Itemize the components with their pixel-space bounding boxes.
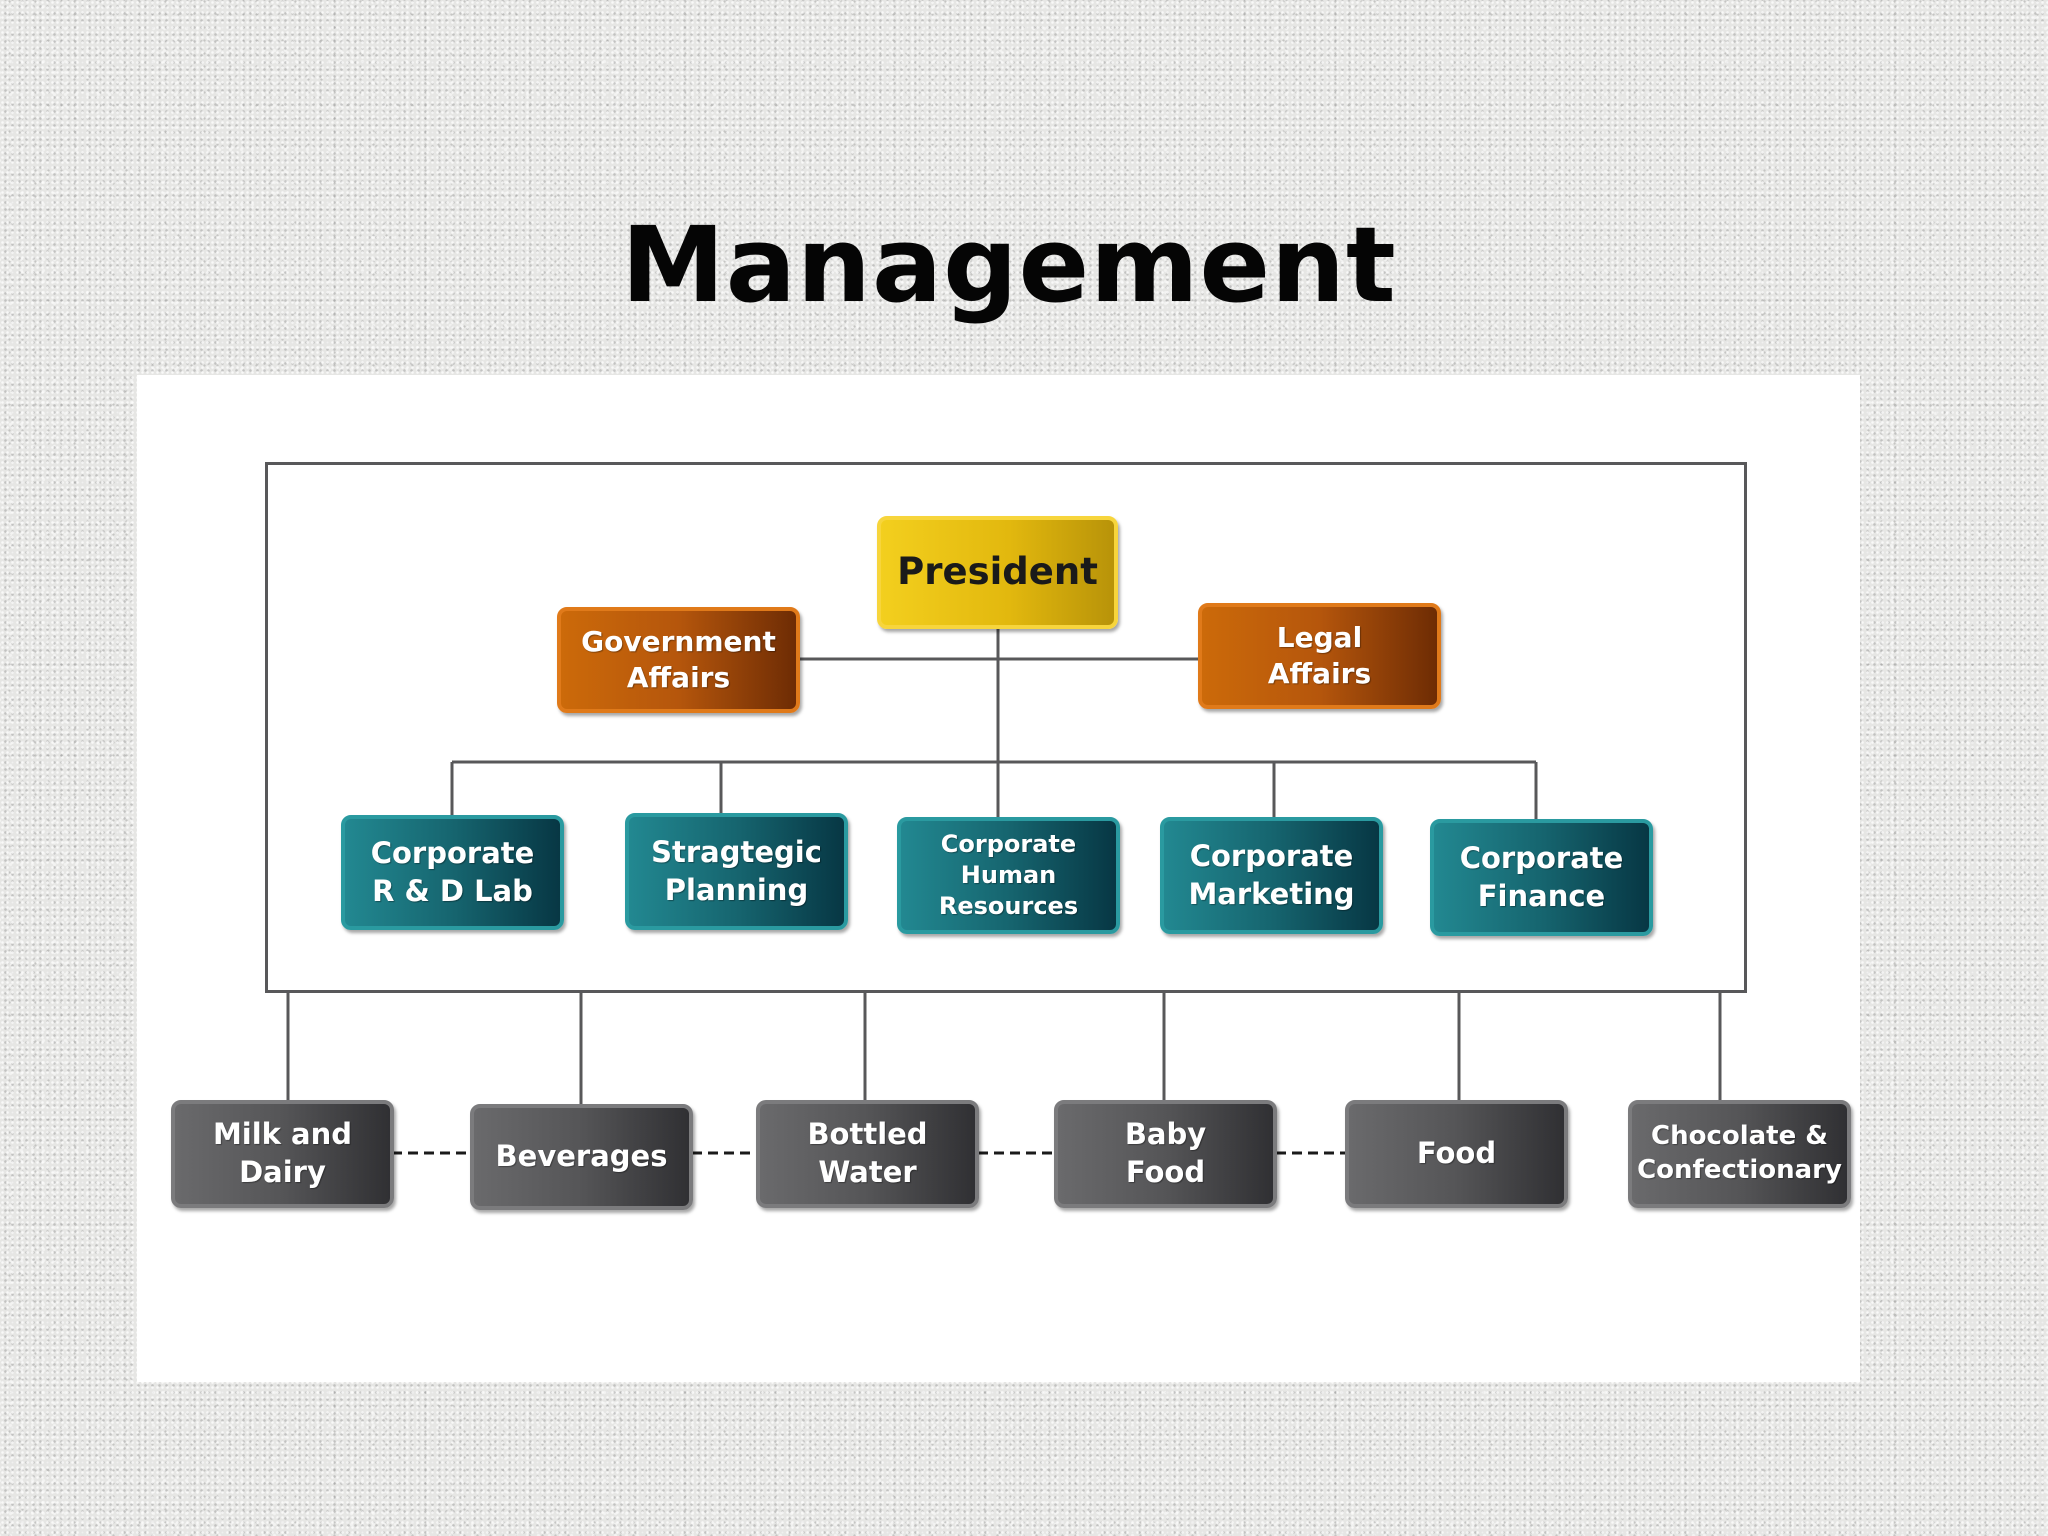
corporate-finance-label: Corporate Finance	[1459, 840, 1624, 913]
bottled-water-box: Bottled Water	[756, 1100, 979, 1208]
corporate-human-resources-label: Corporate Human Resources	[938, 829, 1079, 921]
corporate-human-resources-box: Corporate Human Resources	[897, 817, 1120, 934]
milk-and-dairy-box: Milk and Dairy	[171, 1100, 394, 1208]
president-box: President	[877, 516, 1118, 629]
strategic-planning-label: Stragtegic Planning	[651, 834, 822, 907]
beverages-label: Beverages	[495, 1139, 668, 1174]
strategic-planning-box: Stragtegic Planning	[625, 813, 848, 930]
corporate-rd-lab-box: Corporate R & D Lab	[341, 815, 564, 930]
headquarters-frame	[265, 462, 1747, 993]
baby-food-box: Baby Food	[1054, 1100, 1277, 1208]
milk-and-dairy-label: Milk and Dairy	[212, 1117, 353, 1189]
food-label: Food	[1416, 1136, 1497, 1171]
beverages-box: Beverages	[470, 1104, 693, 1210]
government-affairs-label: Government Affairs	[581, 624, 776, 694]
corporate-marketing-box: Corporate Marketing	[1160, 817, 1383, 934]
food-box: Food	[1345, 1100, 1568, 1208]
corporate-marketing-label: Corporate Marketing	[1188, 838, 1355, 911]
slide-title: Management	[621, 204, 1397, 326]
legal-affairs-label: Legal Affairs	[1267, 620, 1372, 690]
legal-affairs-box: Legal Affairs	[1198, 603, 1441, 709]
corporate-finance-box: Corporate Finance	[1430, 819, 1653, 936]
corporate-rd-lab-label: Corporate R & D Lab	[370, 835, 535, 908]
chocolate-confectionary-label: Chocolate & Confectionary	[1637, 1121, 1842, 1185]
baby-food-label: Baby Food	[1124, 1117, 1207, 1189]
bottled-water-label: Bottled Water	[807, 1117, 928, 1189]
government-affairs-box: Government Affairs	[557, 607, 800, 713]
president-label: President	[897, 550, 1098, 594]
chocolate-confectionary-box: Chocolate & Confectionary	[1628, 1100, 1851, 1208]
